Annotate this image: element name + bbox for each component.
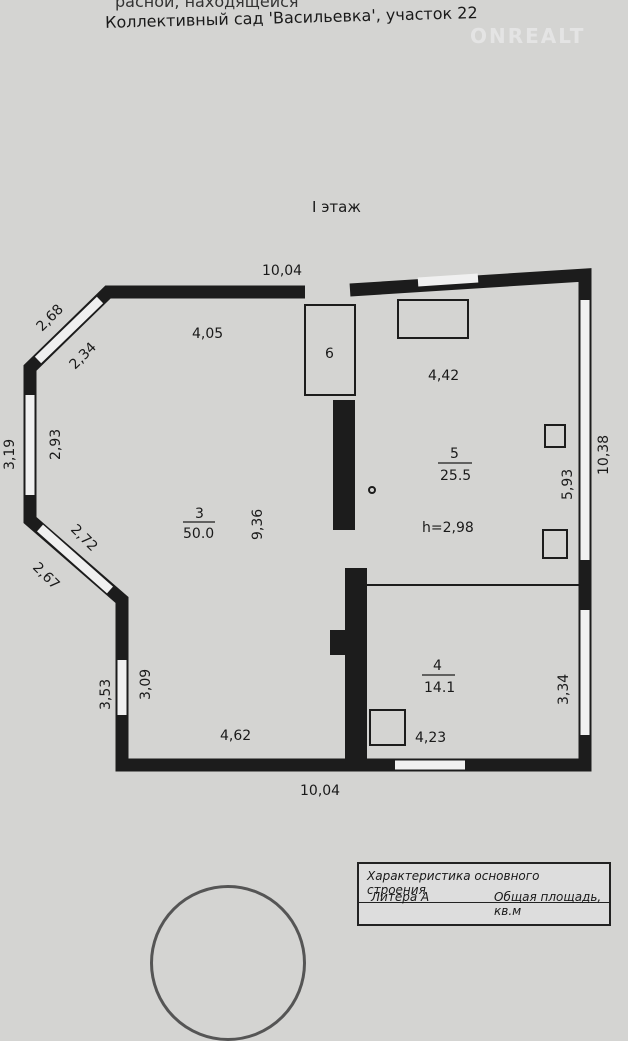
dim-bottom: 10,04 <box>300 783 340 799</box>
dim-room4-side: 3,34 <box>556 674 572 705</box>
dim-room3-bottom: 4,62 <box>220 728 251 744</box>
inner-walls <box>330 400 367 760</box>
dim-room4-bottom: 4,23 <box>415 730 446 746</box>
room-number: 4 <box>433 658 442 674</box>
table-title: Характеристика основного строения <box>359 864 609 903</box>
stamp-seal <box>150 885 306 1041</box>
room-number: 3 <box>195 506 204 522</box>
floor-plan: 10,04 10,04 10,38 3,19 2,68 2,34 2,93 2,… <box>2 263 612 799</box>
table-col-area: Общая площадь, кв.м <box>494 890 602 918</box>
table-col-litera: Литера А <box>371 890 430 904</box>
dim-room5-top: 4,42 <box>428 368 459 384</box>
dim-diag-top-inner: 2,34 <box>67 339 100 372</box>
dim-top: 10,04 <box>262 263 302 279</box>
dim-left-low-outer: 3,53 <box>98 679 114 710</box>
dim-room3-top: 4,05 <box>192 326 223 342</box>
dim-left-inner: 2,93 <box>48 429 64 460</box>
watermark: ONREALT <box>470 24 586 48</box>
ceiling-height: h=2,98 <box>422 520 474 536</box>
dim-right: 10,38 <box>596 435 612 475</box>
room-5-label: 5 25.5 <box>438 446 472 484</box>
header-line-1: расной, находящейся <box>115 0 299 11</box>
room-number: 5 <box>450 446 459 462</box>
room-3-label: 3 50.0 <box>183 506 215 542</box>
dim-room3-height: 9,36 <box>250 509 266 540</box>
room-area: 50.0 <box>183 526 214 542</box>
closet-6 <box>304 299 580 746</box>
dim-diag-bottom-outer: 2,67 <box>29 560 62 593</box>
dim-left: 3,19 <box>2 439 18 470</box>
building-characteristics-table: Характеристика основного строения Литера… <box>357 862 611 926</box>
room-6-label: 6 <box>325 346 334 362</box>
dim-room5-side: 5,93 <box>560 469 576 500</box>
room-4-label: 4 14.1 <box>422 658 455 696</box>
floor-label: I этаж <box>312 198 361 216</box>
room-area: 25.5 <box>440 468 471 484</box>
windows <box>25 273 590 770</box>
dim-left-low-inner: 3,09 <box>138 669 154 700</box>
room-area: 14.1 <box>424 680 455 696</box>
